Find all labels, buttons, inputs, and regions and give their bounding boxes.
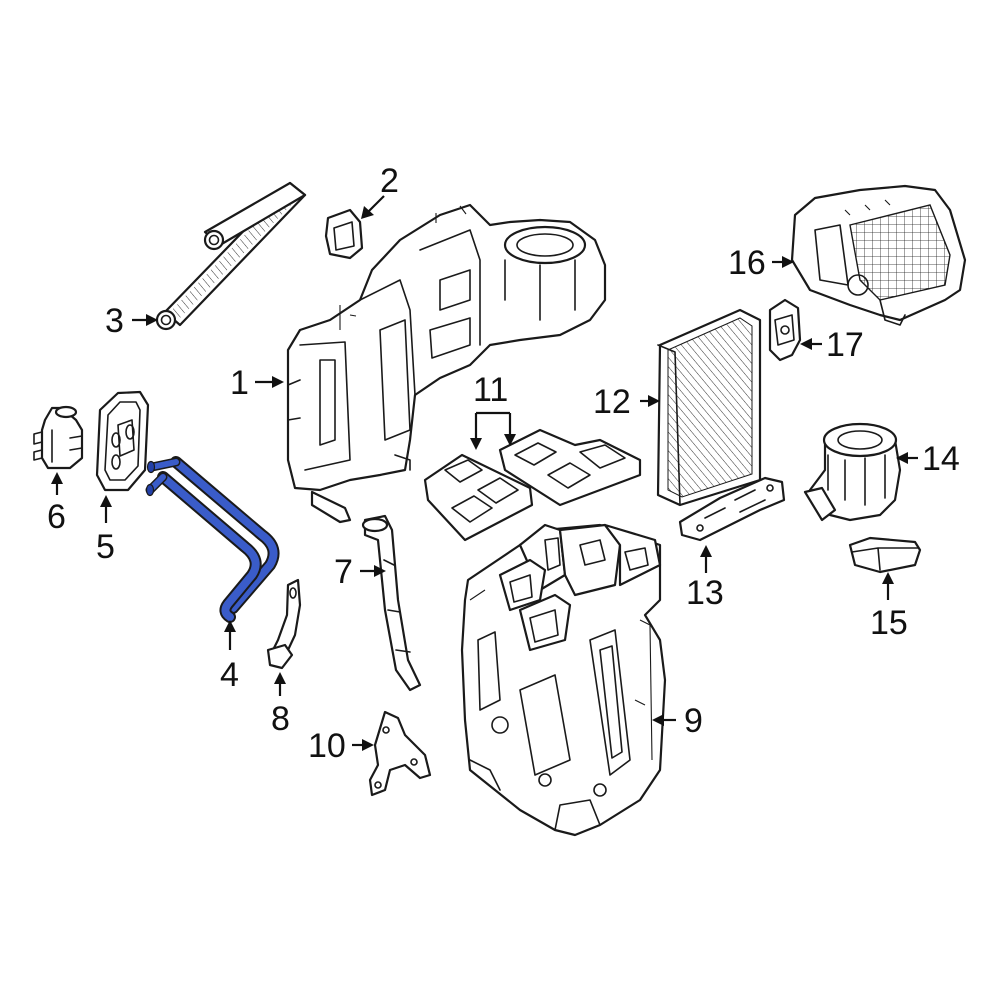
part-4-heater-pipe [145, 456, 280, 623]
callout-5: 5 [96, 528, 115, 566]
part-7-drain-tube [361, 514, 422, 692]
part-13-bracket [678, 476, 786, 542]
part-2-grommet [324, 208, 364, 260]
callout-7: 7 [334, 553, 353, 591]
callout-11: 11 [473, 371, 508, 409]
part-3-evaporator [155, 181, 307, 331]
part-9-lower-housing [460, 523, 667, 837]
part-10-bracket [368, 710, 432, 797]
part-1-upper-housing [286, 203, 607, 524]
callout-2: 2 [380, 162, 399, 200]
callout-8: 8 [271, 700, 290, 738]
callout-6: 6 [47, 498, 66, 536]
part-16-blower-housing [790, 184, 967, 326]
callout-10: 10 [308, 727, 346, 765]
callout-12: 12 [593, 383, 631, 421]
callout-17: 17 [826, 326, 864, 364]
part-11-seal-right [498, 428, 642, 507]
callout-13: 13 [686, 574, 724, 612]
part-5-seal [95, 390, 150, 492]
part-15-resistor [848, 536, 922, 574]
callout-labels: 1 2 3 4 5 6 7 8 9 10 11 12 13 14 15 16 1… [47, 162, 960, 765]
callout-9: 9 [684, 702, 703, 740]
callout-14: 14 [922, 440, 960, 478]
callout-15: 15 [870, 604, 908, 642]
leader-lines [51, 195, 918, 751]
part-12-cabin-filter [656, 308, 762, 507]
part-17-actuator [768, 298, 802, 362]
callout-1: 1 [230, 364, 249, 402]
callout-16: 16 [728, 244, 766, 282]
callout-4: 4 [220, 656, 239, 694]
part-6-expansion-valve [33, 405, 84, 470]
callout-3: 3 [105, 302, 124, 340]
part-11-seal-left [423, 453, 534, 542]
part-14-blower-motor [803, 422, 902, 522]
part-8-sensor [266, 578, 302, 670]
